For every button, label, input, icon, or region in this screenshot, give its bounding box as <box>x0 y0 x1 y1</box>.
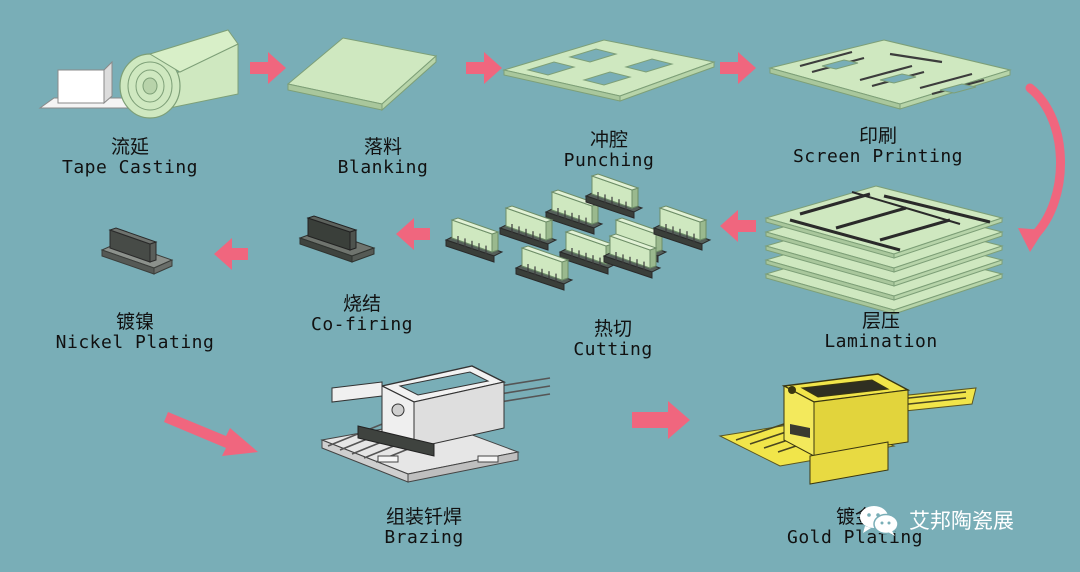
step-label-cutting: 热切 Cutting <box>573 318 653 361</box>
step-zh-brazing: 组装钎焊 <box>385 506 463 528</box>
cut-bar <box>514 245 574 291</box>
step-label-co-firing: 烧结 Co-firing <box>310 293 414 336</box>
cut-bar <box>602 233 662 279</box>
arrow-4-icon <box>1025 83 1065 241</box>
gold-package-icon <box>718 373 977 485</box>
step-label-blanking: 落料 Blanking <box>337 136 429 179</box>
nickel-part-icon <box>100 227 174 275</box>
arrow-1-icon <box>250 52 286 84</box>
fired-part-icon <box>298 215 376 263</box>
step-label-punching: 冲腔 Punching <box>563 129 655 172</box>
watermark: 艾邦陶瓷展 <box>857 500 1014 540</box>
cut-bar <box>498 205 558 251</box>
step-zh-nickel-plating: 镀镍 <box>115 311 154 333</box>
cut-bar <box>584 173 644 219</box>
step-en-lamination: Lamination <box>824 331 938 353</box>
step-en-screen-printing: Screen Printing <box>792 146 964 168</box>
step-zh-screen-printing: 印刷 <box>858 125 897 147</box>
arrow-6-icon <box>396 218 430 250</box>
laminated-stack-icon <box>764 185 1004 315</box>
step-en-brazing: Brazing <box>384 527 464 549</box>
arrow-3-icon <box>720 52 756 84</box>
printed-sheet-icon <box>768 39 1012 110</box>
step-zh-tape-casting: 流延 <box>110 136 150 158</box>
arrow-5-icon <box>720 210 756 242</box>
punched-sheet-icon <box>502 39 716 102</box>
step-zh-co-firing: 烧结 <box>342 293 382 315</box>
arrow-9-icon <box>632 401 690 439</box>
step-label-lamination: 层压 Lamination <box>824 310 938 353</box>
arrow-7-icon <box>214 238 248 270</box>
brazed-package-icon <box>320 365 551 483</box>
green-sheet-icon <box>286 37 438 112</box>
cut-bar <box>444 217 504 263</box>
step-en-cutting: Cutting <box>573 339 653 361</box>
laminate-layer <box>764 185 1004 259</box>
step-label-screen-printing: 印刷 Screen Printing <box>792 125 964 168</box>
wechat-icon <box>860 506 899 536</box>
step-label-nickel-plating: 镀镍 Nickel Plating <box>55 311 215 354</box>
step-en-tape-casting: Tape Casting <box>61 157 199 179</box>
step-en-nickel-plating: Nickel Plating <box>55 332 215 354</box>
step-zh-cutting: 热切 <box>593 318 633 340</box>
step-en-punching: Punching <box>563 150 655 172</box>
step-en-blanking: Blanking <box>337 157 429 179</box>
arrow-2-icon <box>466 52 502 84</box>
step-zh-punching: 冲腔 <box>589 129 629 151</box>
step-zh-blanking: 落料 <box>363 136 403 158</box>
tape-roll-icon <box>38 29 239 119</box>
step-en-co-firing: Co-firing <box>310 314 414 336</box>
arrow-8-icon <box>164 412 258 456</box>
step-label-brazing: 组装钎焊 Brazing <box>384 506 464 549</box>
arrow-4-head-icon <box>1018 228 1044 252</box>
watermark-text: 艾邦陶瓷展 <box>909 509 1014 533</box>
cut-parts-icon <box>444 173 712 291</box>
step-label-tape-casting: 流延 Tape Casting <box>61 136 199 179</box>
step-zh-lamination: 层压 <box>861 310 900 332</box>
cut-bar <box>652 205 712 251</box>
flow-arrows <box>164 52 756 456</box>
